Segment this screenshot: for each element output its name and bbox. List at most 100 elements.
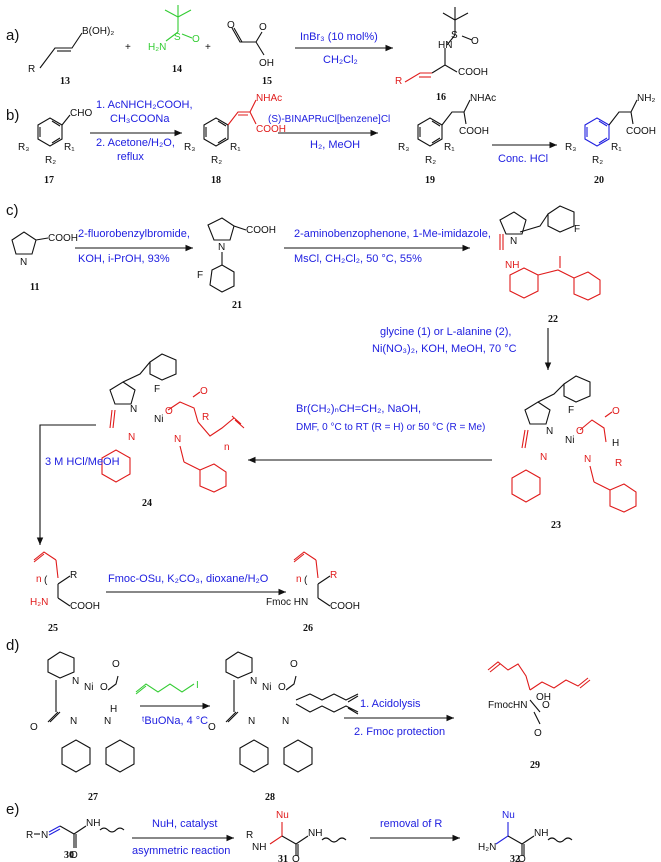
compound-label-14: 14 (172, 64, 182, 75)
atom-O-31: O (292, 854, 300, 862)
reagent-b1-line1: 1. AcNHCH₂COOH, (96, 99, 193, 111)
plus-sign-1: + (125, 42, 131, 53)
compound-label-20: 20 (594, 175, 604, 186)
compound-21-structure: N COOH F (197, 217, 276, 293)
reagent-c4-line1: Br(CH₂)ₙCH=CH₂, NaOH, (296, 403, 421, 415)
atom-N-22: N (510, 236, 517, 247)
compound-16-structure: HN S O COOH R (395, 7, 488, 87)
atom-N-27b: N (70, 716, 77, 727)
reagent-c5: 3 M HCl/MeOH (45, 456, 120, 468)
compound-label-24: 24 (142, 498, 152, 509)
reagent-a-top: InBr₃ (10 mol%) (300, 31, 378, 43)
atom-R2-18: R₂ (211, 155, 222, 166)
compound-label-15: 15 (262, 76, 272, 87)
atom-S-16: S (451, 30, 458, 41)
atom-COOH-25: COOH (70, 601, 100, 612)
section-label-c: c) (6, 202, 19, 219)
compound-18-structure: NHAc COOH R₁ R₂ R₃ (184, 93, 286, 166)
atom-F-22: F (574, 224, 580, 235)
atom-n-26: n (296, 574, 302, 585)
atom-NH-31: NH (308, 828, 322, 839)
atom-R-25: R (70, 570, 77, 581)
compound-label-23: 23 (551, 520, 561, 531)
atom-N-23b: N (540, 452, 547, 463)
atom-COOH-16: COOH (458, 67, 488, 78)
atom-R3-19: R₃ (398, 142, 409, 153)
atom-R-24: R (202, 412, 209, 423)
reagent-c6: Fmoc-OSu, K₂CO₃, dioxane/H₂O (108, 573, 269, 585)
atom-Ni-27: Ni (84, 682, 93, 693)
compound-32-structure: H₂N Nu O NH (478, 810, 573, 862)
compound-14-structure: S H₂N O (148, 5, 200, 53)
atom-F-21: F (197, 270, 203, 281)
atom-O-15a: O (227, 20, 235, 31)
compound-31-structure: R NH Nu O NH (246, 810, 347, 862)
atom-R2-20: R₂ (592, 155, 603, 166)
compound-label-17: 17 (44, 175, 54, 186)
compound-label-32: 32 (510, 854, 520, 862)
bracket-26: ( (304, 575, 308, 586)
atom-O-28a: O (278, 682, 286, 693)
compound-28-structure: N Ni O O O N N (208, 651, 359, 773)
compound-23-structure: F N Ni O O H R N N (511, 375, 637, 513)
compound-label-22: 22 (548, 314, 558, 325)
compound-label-11: 11 (30, 282, 39, 293)
atom-N-27c: N (104, 716, 111, 727)
compound-label-21: 21 (232, 300, 242, 311)
reagent-c2-line2: MsCl, CH₂Cl₂, 50 °C, 55% (294, 253, 422, 265)
compound-19-structure: NHAc COOH R₁ R₂ R₃ (398, 93, 496, 166)
compound-label-13: 13 (60, 76, 70, 87)
atom-NHAc-19: NHAc (470, 93, 496, 104)
atom-boh2-13: B(OH)₂ (82, 26, 114, 37)
reagent-c3-line1: glycine (1) or L-alanine (2), (380, 326, 511, 338)
atom-O-27c: O (30, 722, 38, 733)
reagent-c1-line1: 2-fluorobenzylbromide, (78, 228, 190, 240)
compound-label-16: 16 (436, 92, 446, 103)
compound-label-25: 25 (48, 623, 58, 634)
compound-15-structure: O O OH (227, 20, 274, 69)
compound-17-structure: CHO R₁ R₂ R₃ (18, 108, 92, 166)
atom-n-24: n (224, 442, 230, 453)
atom-Nu-31: Nu (276, 810, 289, 821)
atom-R-26: R (330, 570, 337, 581)
atom-H2N-32: H₂N (478, 842, 496, 853)
reagent-e1-bottom: asymmetric reaction (132, 845, 230, 857)
compound-20-structure: NH₂ COOH R₁ R₂ R₃ (565, 93, 656, 166)
compound-26-structure: n ( R Fmoc HN COOH (266, 551, 360, 612)
atom-NH-32: NH (534, 828, 548, 839)
atom-N-27a: N (72, 676, 79, 687)
atom-Ni-24: Ni (154, 414, 163, 425)
atom-O-29b: O (534, 728, 542, 739)
bracket-25: ( (44, 575, 48, 586)
atom-N-23: N (546, 426, 553, 437)
compound-13-structure: R B(OH)₂ (28, 26, 114, 75)
compound-label-26: 26 (303, 623, 313, 634)
atom-COOH-20: COOH (626, 126, 656, 137)
reagent-c3-line2: Ni(NO₃)₂, KOH, MeOH, 70 °C (372, 343, 517, 355)
reagent-b1-line2: CH₃COONa (110, 113, 170, 125)
atom-N-31a: NH (252, 842, 266, 853)
compound-27-structure: N Ni O O H O N N (30, 651, 135, 773)
atom-R1-20: R₁ (611, 142, 622, 153)
atom-N-11: N (20, 257, 27, 268)
atom-n-25: n (36, 574, 42, 585)
atom-Nu-32: Nu (502, 810, 515, 821)
atom-R1-18: R₁ (230, 142, 241, 153)
atom-COOH-26: COOH (330, 601, 360, 612)
atom-Ni-23: Ni (565, 435, 574, 446)
atom-I-d: I (196, 680, 199, 691)
compound-22-structure: N F NH (499, 205, 601, 301)
atom-FmocHN-29: FmocHN (488, 700, 527, 711)
reagent-b3: Conc. HCl (498, 153, 548, 165)
atom-H2N-25: H₂N (30, 597, 48, 608)
atom-R1-19: R₁ (444, 142, 455, 153)
reagent-c4-line2: DMF, 0 °C to RT (R = H) or 50 °C (R = Me… (296, 422, 485, 433)
atom-O-23b: O (612, 406, 620, 417)
atom-N-24: N (130, 404, 137, 415)
reagent-c1-line2: KOH, i-PrOH, 93% (78, 253, 170, 265)
atom-S-14: S (174, 32, 181, 43)
compound-label-28: 28 (265, 792, 275, 803)
atom-N-23c: N (584, 454, 591, 465)
atom-F-24: F (154, 384, 160, 395)
